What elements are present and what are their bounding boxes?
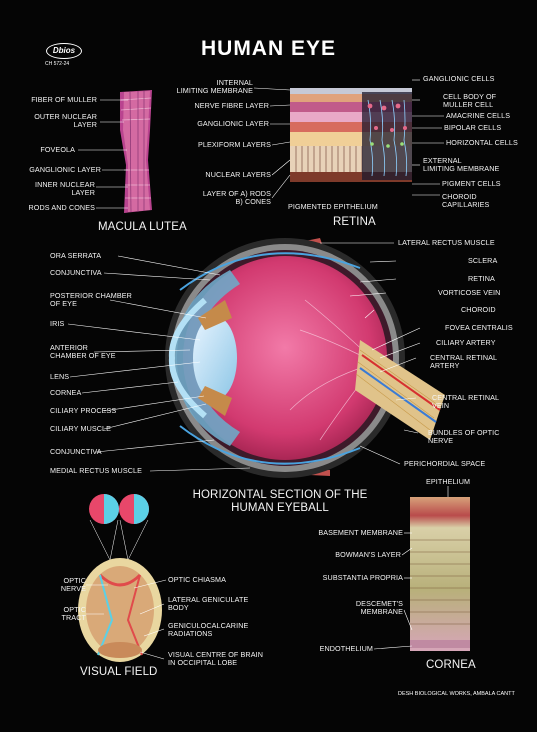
section-retina: RETINA (333, 216, 376, 228)
label-ciliary-muscle: CILIARY MUSCLE (50, 424, 112, 433)
label-fovea-centralis: FOVEA CENTRALIS (445, 323, 513, 332)
label-plexiform-layers: PLEXIFORM LAYERS (198, 140, 271, 149)
label-lateral-geniculate: LATERAL GENICULATE BODY (168, 595, 249, 613)
label-basement-membrane: BASEMENT MEMBRANE (318, 528, 403, 537)
label-amacrine-cells: AMACRINE CELLS (446, 111, 511, 120)
label-optic-nerve: OPTIC NERVE (60, 576, 86, 594)
label-optic-tract: OPTIC TRACT (61, 605, 86, 623)
label-fiber-of-muller: FIBER OF MULLER (31, 95, 97, 104)
label-retina-eye: RETINA (468, 274, 495, 283)
cornea-figure (410, 497, 470, 651)
label-endothelium: ENDOTHELIUM (319, 644, 373, 653)
label-central-retinal-artery: CENTRAL RETINAL ARTERY (430, 353, 498, 371)
label-foveola: FOVEOLA (40, 145, 75, 154)
visual-pathway-figure (78, 494, 162, 662)
section-macula-lutea: MACULA LUTEA (98, 221, 187, 233)
label-visual-centre: VISUAL CENTRE OF BRAIN IN OCCIPITAL LOBE (168, 650, 263, 668)
label-iris: IRIS (50, 319, 65, 328)
label-internal-limiting-membrane: INTERNAL LIMITING MEMBRANE (176, 78, 253, 96)
eyeball-section (165, 238, 445, 478)
label-rods-and-cones: RODS AND CONES (28, 203, 95, 212)
label-ora-serrata: ORA SERRATA (50, 251, 102, 260)
page-title: HUMAN EYE (200, 37, 336, 60)
label-descemets-membrane: DESCEMET'S MEMBRANE (355, 599, 403, 617)
leader-lines (67, 79, 449, 660)
brand-logo: Dbios (46, 43, 82, 59)
label-layer-of-rods-cones: LAYER OF A) RODS B) CONES (202, 189, 271, 207)
label-optic-chiasma: OPTIC CHIASMA (168, 575, 227, 584)
footer-credit: DESH BIOLOGICAL WORKS, AMBALA CANTT (398, 691, 515, 697)
label-nuclear-layers: NUCLEAR LAYERS (205, 170, 271, 179)
label-geniculocalcarine: GENICULOCALCARINE RADIATIONS (168, 621, 249, 639)
label-perichordial-space: PERICHORDIAL SPACE (404, 459, 486, 468)
label-posterior-chamber: POSTERIOR CHAMBER OF EYE (50, 291, 132, 309)
label-bipolar-cells: BIPOLAR CELLS (444, 123, 502, 132)
label-lateral-rectus-muscle: LATERAL RECTUS MUSCLE (398, 238, 495, 247)
label-pigment-cells: PIGMENT CELLS (442, 179, 501, 188)
label-external-limiting-membrane: EXTERNAL LIMITING MEMBRANE (423, 156, 500, 174)
label-horizontal-cells: HORIZONTAL CELLS (446, 138, 518, 147)
brand-code: CH 572-24 (45, 61, 70, 67)
label-conjunctiva-bottom: CONJUNCTIVA (50, 447, 102, 456)
label-medial-rectus-muscle: MEDIAL RECTUS MUSCLE (50, 466, 142, 475)
label-sclera: SCLERA (468, 256, 498, 265)
label-bowmans-layer: BOWMAN'S LAYER (335, 550, 401, 559)
label-choroid: CHOROID (461, 305, 496, 314)
section-visual-field: VISUAL FIELD (80, 666, 158, 678)
label-outer-nuclear-layer: OUTER NUCLEAR LAYER (34, 112, 97, 130)
label-epithelium: EPITHELIUM (426, 477, 471, 486)
section-cornea: CORNEA (426, 659, 476, 671)
label-nerve-fibre-layer: NERVE FIBRE LAYER (194, 101, 269, 110)
retina-figure (290, 88, 412, 182)
label-lens: LENS (50, 372, 70, 381)
label-vorticose-vein: VORTICOSE VEIN (438, 288, 501, 297)
label-ciliary-artery: CILIARY ARTERY (436, 338, 496, 347)
label-conjunctiva-top: CONJUNCTIVA (50, 268, 102, 277)
label-central-retinal-vein: CENTRAL RETINAL VEIN (432, 393, 500, 411)
label-ganglionic-cells: GANGLIONIC CELLS (423, 74, 495, 83)
label-pigmented-epithelium: PIGMENTED EPITHELIUM (288, 202, 378, 211)
label-cell-body-muller: CELL BODY OF MULLER CELL (443, 92, 497, 110)
label-bundles-optic-nerve: BUNDLES OF OPTIC NERVE (428, 428, 500, 446)
section-horizontal: HORIZONTAL SECTION OF THE HUMAN EYEBALL (192, 489, 368, 514)
label-macula-ganglionic-layer: GANGLIONIC LAYER (29, 165, 101, 174)
label-cornea: CORNEA (50, 388, 82, 397)
macula-lutea-figure (120, 90, 152, 213)
label-inner-nuclear-layer: INNER NUCLEAR LAYER (34, 180, 95, 198)
label-substantia-propria: SUBSTANTIA PROPRIA (322, 573, 403, 582)
label-anterior-chamber: ANTERIOR CHAMBER OF EYE (50, 343, 116, 361)
label-choroid-capillaries: CHOROID CAPILLARIES (442, 192, 490, 210)
label-ciliary-process: CILIARY PROCESS (50, 406, 117, 415)
label-retina-ganglionic-layer: GANGLIONIC LAYER (197, 119, 269, 128)
